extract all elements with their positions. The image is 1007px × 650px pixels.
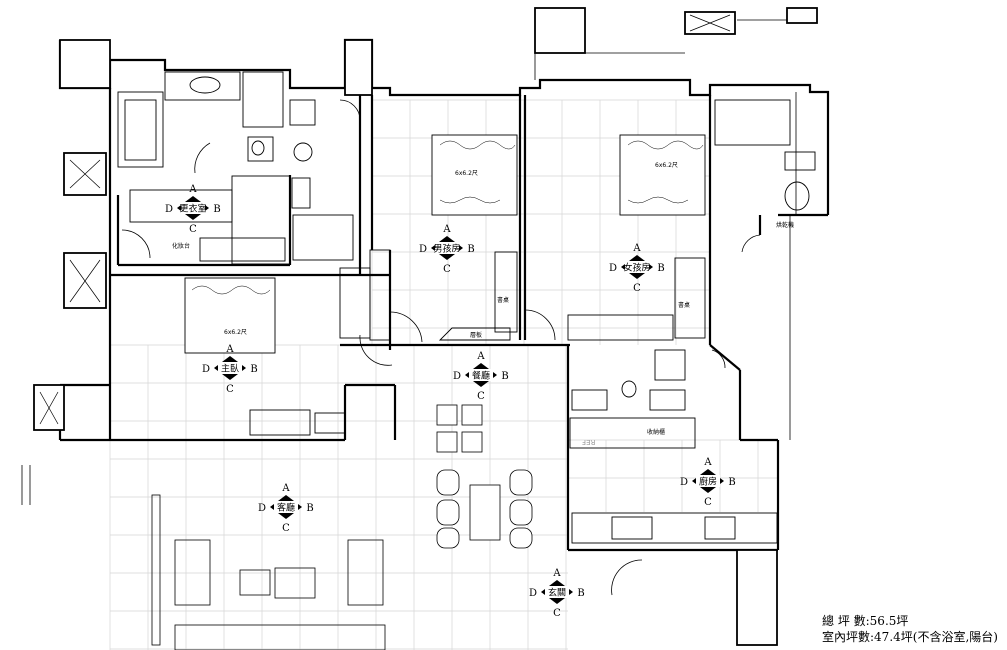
marker-label-box xyxy=(545,586,569,598)
room-label-living: 客廳 xyxy=(277,502,295,514)
dryer-label: 烘乾機 xyxy=(776,222,795,229)
marker-label-box xyxy=(218,362,242,374)
room-label-kitchen: 廚房 xyxy=(699,476,717,488)
indoor-area: 室內坪數:47.4坪(不含浴室,陽台) xyxy=(822,630,998,644)
room-marker-living: 客廳 A C D B xyxy=(258,483,314,534)
area-summary: 總 坪 數:56.5坪 室內坪數:47.4坪(不含浴室,陽台) xyxy=(822,613,998,645)
marker-letter-bottom: C xyxy=(282,523,290,534)
marker-letter-top: A xyxy=(281,483,290,494)
room-marker-boys: 男孩房 A C D B xyxy=(419,224,475,275)
total-area: 總 坪 數:56.5坪 xyxy=(822,614,909,628)
desks xyxy=(249,251,706,436)
marker-letter-left: D xyxy=(419,244,427,255)
room-label-dining: 餐廳 xyxy=(472,370,490,382)
marker-label-box xyxy=(274,501,298,513)
storage-cabinet-label: 收納櫃 xyxy=(647,429,666,436)
marker-letter-right: B xyxy=(657,263,664,274)
fixtures xyxy=(117,71,816,544)
bed-size-boys: 6x6.2尺 xyxy=(455,170,478,177)
marker-letter-right: B xyxy=(306,503,313,514)
dining-furniture xyxy=(436,404,533,549)
room-marker-dining: 餐廳 A C D B xyxy=(453,351,509,402)
marker-letter-bottom: C xyxy=(226,384,234,395)
room-marker-girls: 女孩房 A C D B xyxy=(609,243,665,294)
column-crosses xyxy=(39,14,731,425)
room-marker-master: 主臥 A C D B xyxy=(202,344,258,395)
door-swings xyxy=(121,99,761,596)
marker-letter-right: B xyxy=(250,364,257,375)
marker-letter-left: D xyxy=(258,503,266,514)
marker-letter-bottom: C xyxy=(704,497,712,508)
marker-letter-left: D xyxy=(529,588,537,599)
room-label-master: 主臥 xyxy=(221,363,239,375)
marker-letter-bottom: C xyxy=(443,264,451,275)
marker-letter-top: A xyxy=(225,344,234,355)
vanity-label: 化妝台 xyxy=(172,243,191,250)
marker-letter-left: D xyxy=(202,364,210,375)
marker-letter-right: B xyxy=(501,371,508,382)
room-marker-kitchen: 廚房 A C D B xyxy=(680,457,736,508)
marker-label-box xyxy=(469,369,493,381)
living-furniture xyxy=(151,494,386,650)
room-label-girls: 女孩房 xyxy=(623,262,650,274)
marker-letter-top: A xyxy=(476,351,485,362)
marker-letter-top: A xyxy=(188,184,197,195)
bed-size-girls: 6x6.2尺 xyxy=(655,162,678,169)
marker-letter-right: B xyxy=(213,204,220,215)
desk-label-boys: 書桌 xyxy=(497,297,510,304)
marker-letter-bottom: C xyxy=(189,224,197,235)
marker-letter-right: B xyxy=(728,477,735,488)
marker-label-box xyxy=(181,202,205,214)
marker-letter-top: A xyxy=(442,224,451,235)
floor-tile-grid xyxy=(109,99,778,650)
marker-label-box xyxy=(625,261,649,273)
marker-letter-top: A xyxy=(632,243,641,254)
marker-label-box xyxy=(696,475,720,487)
marker-label-box xyxy=(435,242,459,254)
marker-letter-top: A xyxy=(552,568,561,579)
bed-size-master: 6x6.2尺 xyxy=(224,329,247,336)
room-label-entry: 玄關 xyxy=(548,587,566,599)
balcony-rails xyxy=(21,19,797,505)
marker-letter-bottom: C xyxy=(633,283,641,294)
room-label-boys: 男孩房 xyxy=(433,243,460,255)
marker-letter-top: A xyxy=(703,457,712,468)
marker-letter-right: B xyxy=(577,588,584,599)
marker-letter-left: D xyxy=(165,204,173,215)
desk-label-girls: 書桌 xyxy=(678,302,691,309)
marker-letter-left: D xyxy=(609,263,617,274)
marker-letter-left: D xyxy=(453,371,461,382)
marker-letter-bottom: C xyxy=(553,608,561,619)
ref-label: REF xyxy=(582,438,596,446)
shelf-label-boys: 層板 xyxy=(470,332,483,339)
marker-letter-bottom: C xyxy=(477,391,485,402)
marker-letter-right: B xyxy=(467,244,474,255)
room-marker-dressing: 更衣室 A C D B xyxy=(165,184,221,235)
bed-wrinkles xyxy=(191,140,704,295)
room-marker-entry: 玄關 A C D B xyxy=(529,568,585,619)
marker-letter-left: D xyxy=(680,477,688,488)
room-label-dressing: 更衣室 xyxy=(179,203,206,215)
